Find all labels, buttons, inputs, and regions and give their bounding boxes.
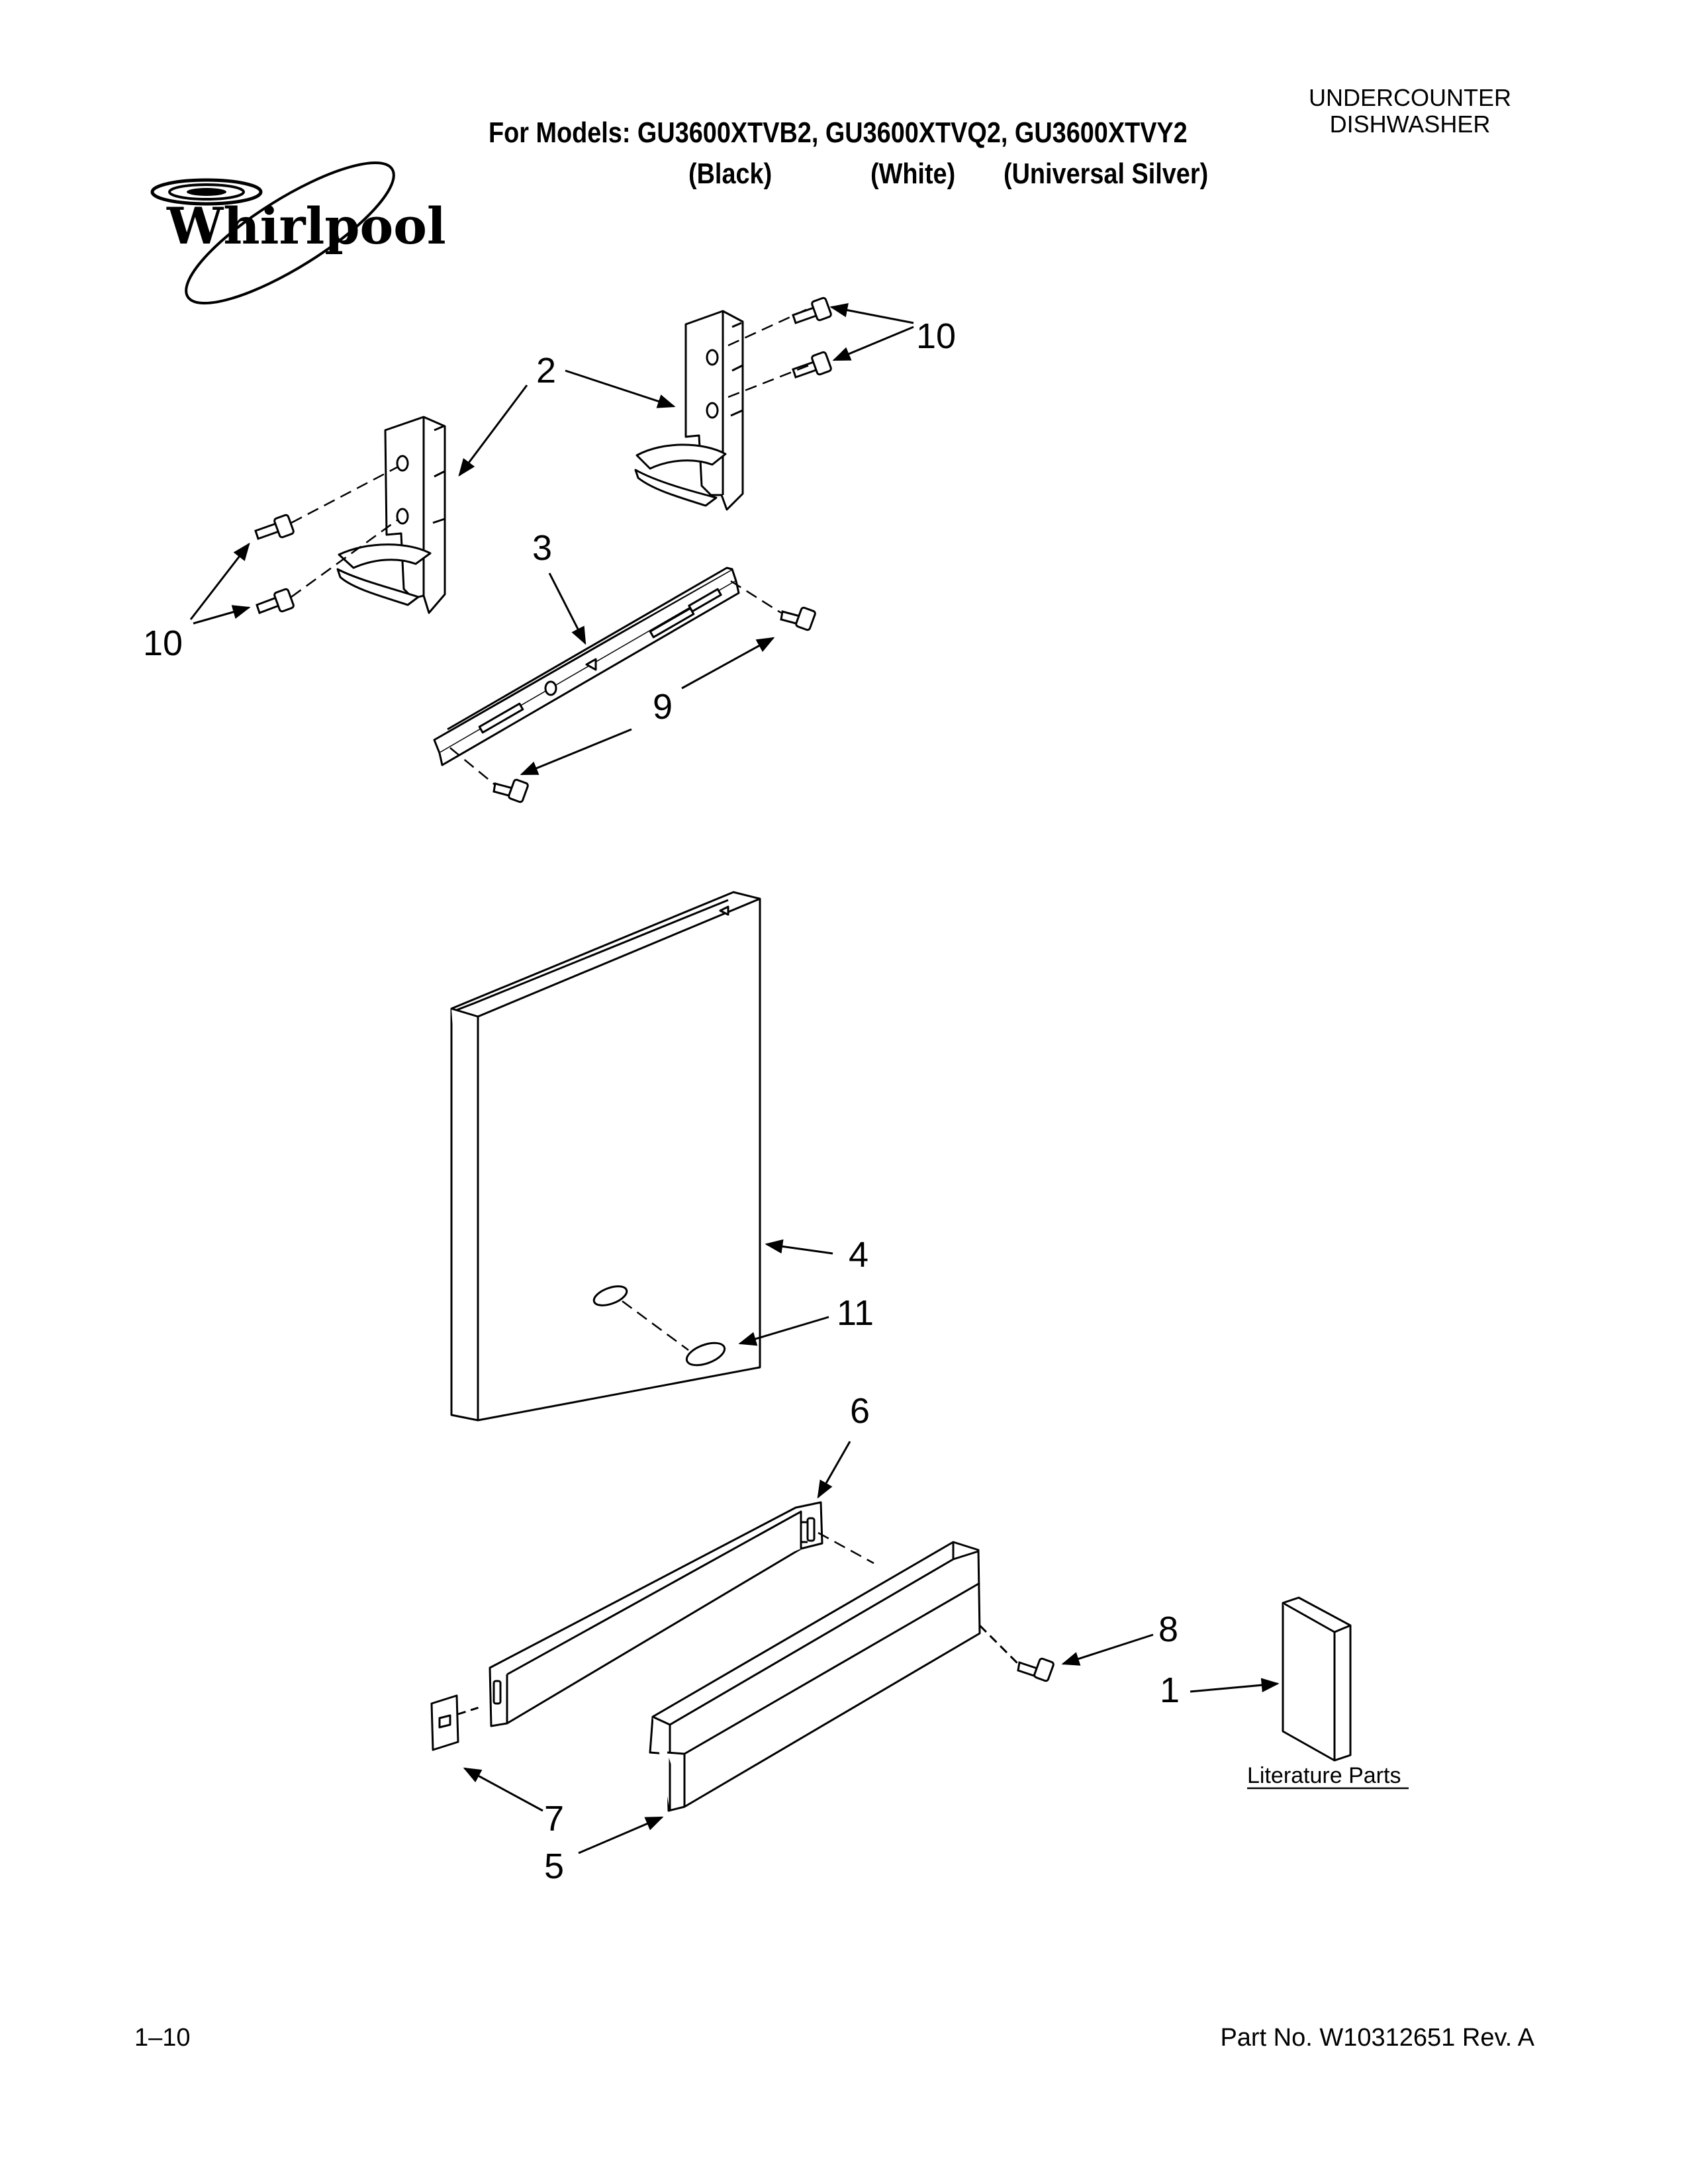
callout-9: 9 — [653, 687, 673, 727]
callout-7: 7 — [544, 1799, 564, 1839]
callout-6: 6 — [850, 1391, 870, 1431]
arrow-6 — [817, 1441, 851, 1499]
arrow-10-left-b — [193, 605, 251, 625]
arrow-1 — [1190, 1678, 1280, 1693]
arrow-2-left — [458, 385, 528, 477]
callout-2: 2 — [536, 351, 556, 390]
part-number: Part No. W10312651 Rev. A — [1220, 2024, 1534, 2052]
part-3-mounting-rail — [433, 567, 740, 766]
part-2-left-hinge-bracket — [336, 416, 446, 614]
screw-icon — [792, 296, 832, 324]
part-10-screws-right — [792, 296, 832, 379]
arrow-9-up — [681, 637, 775, 690]
color-black: (Black) — [688, 158, 773, 190]
callout-10-left: 10 — [143, 623, 183, 663]
logo-wordmark: Whirlpool — [166, 197, 446, 255]
callout-arrows — [189, 303, 1280, 1854]
color-white: (White) — [870, 158, 956, 190]
part-2-right-hinge-bracket — [634, 310, 744, 511]
rail-screw-leader-lines — [449, 580, 782, 786]
logo-swirl-outer — [150, 178, 263, 206]
arrow-10-left-a — [189, 542, 250, 620]
callout-5: 5 — [544, 1846, 564, 1886]
literature-parts-label: Literature Parts — [1247, 1763, 1401, 1788]
part-6-kick-plate-bracket — [489, 1501, 823, 1727]
arrow-8 — [1061, 1633, 1154, 1666]
screw-icon — [256, 588, 295, 614]
callout-numbers: 2 10 10 3 9 4 11 6 8 1 7 5 — [143, 316, 1180, 1886]
callout-10-top: 10 — [916, 316, 956, 356]
product-type: UNDERCOUNTER DISHWASHER — [1278, 85, 1542, 138]
hinge-screw-leader-lines — [291, 307, 810, 598]
arrow-4 — [765, 1239, 833, 1255]
arrow-2-right — [565, 369, 676, 408]
screw-icon — [792, 351, 832, 379]
part-1-literature-book — [1282, 1596, 1352, 1762]
models-line: For Models: GU3600XTVB2, GU3600XTVQ2, GU… — [489, 116, 1188, 149]
screw-icon — [254, 514, 295, 540]
arrow-10-top-a — [829, 303, 914, 324]
logo-orbit — [185, 161, 395, 305]
logo-swirl-inner — [187, 188, 226, 196]
callout-1: 1 — [1160, 1670, 1180, 1710]
arrow-9-down — [520, 728, 632, 776]
arrow-11 — [738, 1316, 829, 1346]
arrow-7 — [463, 1767, 543, 1812]
screw-icon — [780, 606, 816, 631]
arrow-10-top-b — [832, 326, 914, 361]
product-type-line1: UNDERCOUNTER — [1309, 84, 1511, 111]
callout-8: 8 — [1158, 1610, 1178, 1649]
arrow-3 — [548, 572, 586, 645]
part-4-door-panel — [450, 891, 761, 1422]
page-number: 1–10 — [134, 2024, 191, 2052]
callout-3: 3 — [532, 528, 552, 568]
part-10-screws-left — [254, 514, 295, 614]
callout-11: 11 — [837, 1293, 874, 1333]
part-5-toe-panel — [649, 1541, 981, 1812]
arrow-5 — [578, 1816, 664, 1854]
part-8-screw — [978, 1624, 1055, 1682]
callout-4: 4 — [849, 1235, 868, 1275]
color-universal-silver: (Universal Silver) — [1004, 158, 1209, 190]
whirlpool-logo: Whirlpool — [150, 161, 446, 305]
part-7-clip — [430, 1694, 484, 1751]
product-type-line2: DISHWASHER — [1329, 111, 1491, 138]
part-9-screws — [492, 606, 816, 803]
screw-icon — [492, 778, 529, 803]
logo-swirl-middle — [168, 183, 245, 201]
part-11-badge — [622, 1300, 726, 1367]
panel-leader-line — [818, 1531, 874, 1565]
